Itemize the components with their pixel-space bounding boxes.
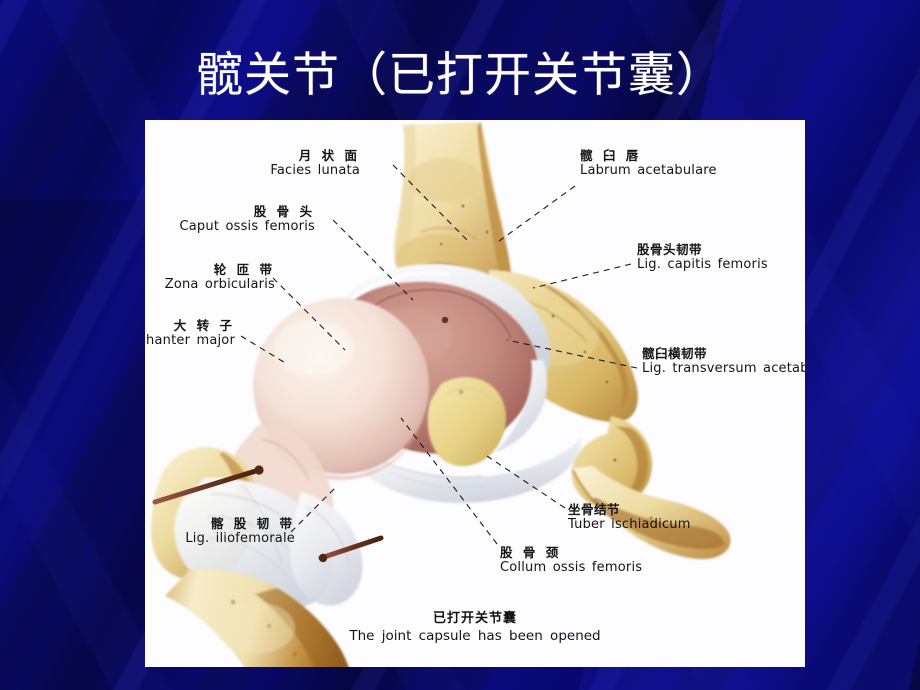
figure-panel: 月 状 面 Facies lunata 股 骨 头 Caput ossis fe… [145,120,805,667]
label-trochanter-major-la: Trochanter major [145,333,235,348]
figure-caption-la: The joint capsule has been opened [349,628,601,644]
leader-caput-ossis-femoris [332,219,414,301]
label-lig-capitis-femoris-la: Lig. capitis femoris [637,257,768,272]
label-leader-lines [240,164,638,545]
label-zona-orbicularis-cn: 轮 匝 带 [213,262,275,277]
label-caput-ossis-femoris-la: Caput ossis femoris [179,219,315,234]
leader-labrum-acetabulare [494,185,576,245]
label-zona-orbicularis: 轮 匝 带 Zona orbicularis [145,262,275,293]
label-collum-ossis-femoris-cn: 股 骨 颈 [500,545,562,560]
label-zona-orbicularis-la: Zona orbicularis [164,277,275,292]
label-lig-iliofemorale-cn: 髂 股 韧 带 [210,516,295,531]
label-tuber-ischiadicum: 坐骨结节 Tuber ischiadicum [568,502,691,533]
label-lig-transversum-acetabuli: 髋臼横韧带 Lig. transversum acetabuli [642,346,805,377]
figure-caption-cn: 已打开关节囊 [432,611,517,626]
leader-collum-ossis-femoris [400,417,498,545]
leader-lig-transversum [506,339,638,369]
label-trochanter-major: 大 转 子 Trochanter major [145,318,235,349]
leader-zona-orbicularis [272,277,346,351]
label-lig-capitis-femoris: 股骨头韧带 Lig. capitis femoris [637,242,768,273]
label-tuber-ischiadicum-la: Tuber ischiadicum [568,517,691,532]
label-lig-iliofemorale-la: Lig. iliofemorale [185,531,295,546]
leader-facies-lunata [392,164,468,241]
leader-trochanter-major [240,335,288,365]
label-facies-lunata-cn: 月 状 面 [298,148,360,163]
label-trochanter-major-cn: 大 转 子 [173,318,235,333]
label-labrum-acetabulare-cn: 髋 臼 唇 [580,148,642,163]
label-labrum-acetabulare: 髋 臼 唇 Labrum acetabulare [580,148,717,179]
label-tuber-ischiadicum-cn: 坐骨结节 [568,502,621,517]
leader-tuber-ischiadicum [486,455,566,509]
label-collum-ossis-femoris: 股 骨 颈 Collum ossis femoris [500,545,642,576]
label-caput-ossis-femoris-cn: 股 骨 头 [253,204,315,219]
label-collum-ossis-femoris-la: Collum ossis femoris [500,560,643,575]
label-lig-transversum-cn: 髋臼横韧带 [642,346,708,361]
figure-caption: 已打开关节囊 The joint capsule has been opened [145,610,805,645]
slide-title: 髋关节（已打开关节囊） [196,48,724,103]
label-lig-capitis-femoris-cn: 股骨头韧带 [637,242,703,257]
hip-joint-anatomy-illustration [151,122,731,667]
label-facies-lunata: 月 状 面 Facies lunata [170,148,360,179]
label-lig-iliofemorale: 髂 股 韧 带 Lig. iliofemorale [145,516,295,547]
leader-lig-iliofemorale [290,485,338,533]
label-facies-lunata-la: Facies lunata [270,163,360,178]
leader-lig-capitis-femoris [532,263,632,289]
label-caput-ossis-femoris: 股 骨 头 Caput ossis femoris [145,204,315,235]
label-lig-transversum-la: Lig. transversum acetabuli [642,361,805,376]
label-labrum-acetabulare-la: Labrum acetabulare [580,163,717,178]
